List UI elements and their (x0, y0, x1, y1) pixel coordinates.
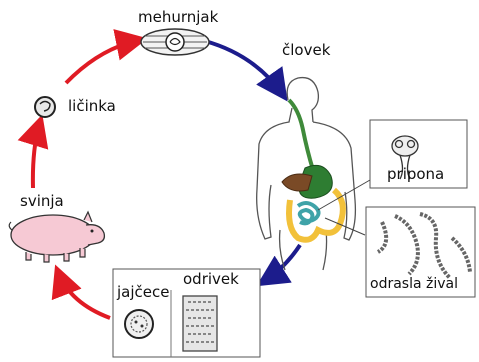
larva-icon (35, 97, 55, 117)
label-attachment: pripona (387, 167, 444, 182)
label-larva: ličinka (68, 99, 116, 114)
arrow-cyst-to-human (205, 41, 283, 95)
arrow-human-to-egg (263, 245, 300, 282)
arrow-larva-to-cyst (66, 40, 140, 83)
cyst-icon (141, 29, 209, 55)
egg-icon (125, 310, 153, 338)
arrow-egg-to-pig (58, 272, 110, 318)
label-human: človek (282, 43, 330, 58)
label-adult-worm: odrasla žival (370, 277, 458, 291)
label-egg: jajčece (117, 285, 169, 300)
label-cyst: mehurnjak (138, 10, 218, 25)
arrow-pig-to-larva (33, 122, 40, 188)
pig-icon (9, 212, 104, 262)
proglottid-icon (183, 296, 217, 351)
label-segment: odrivek (183, 272, 239, 287)
label-pig: svinja (20, 194, 64, 209)
